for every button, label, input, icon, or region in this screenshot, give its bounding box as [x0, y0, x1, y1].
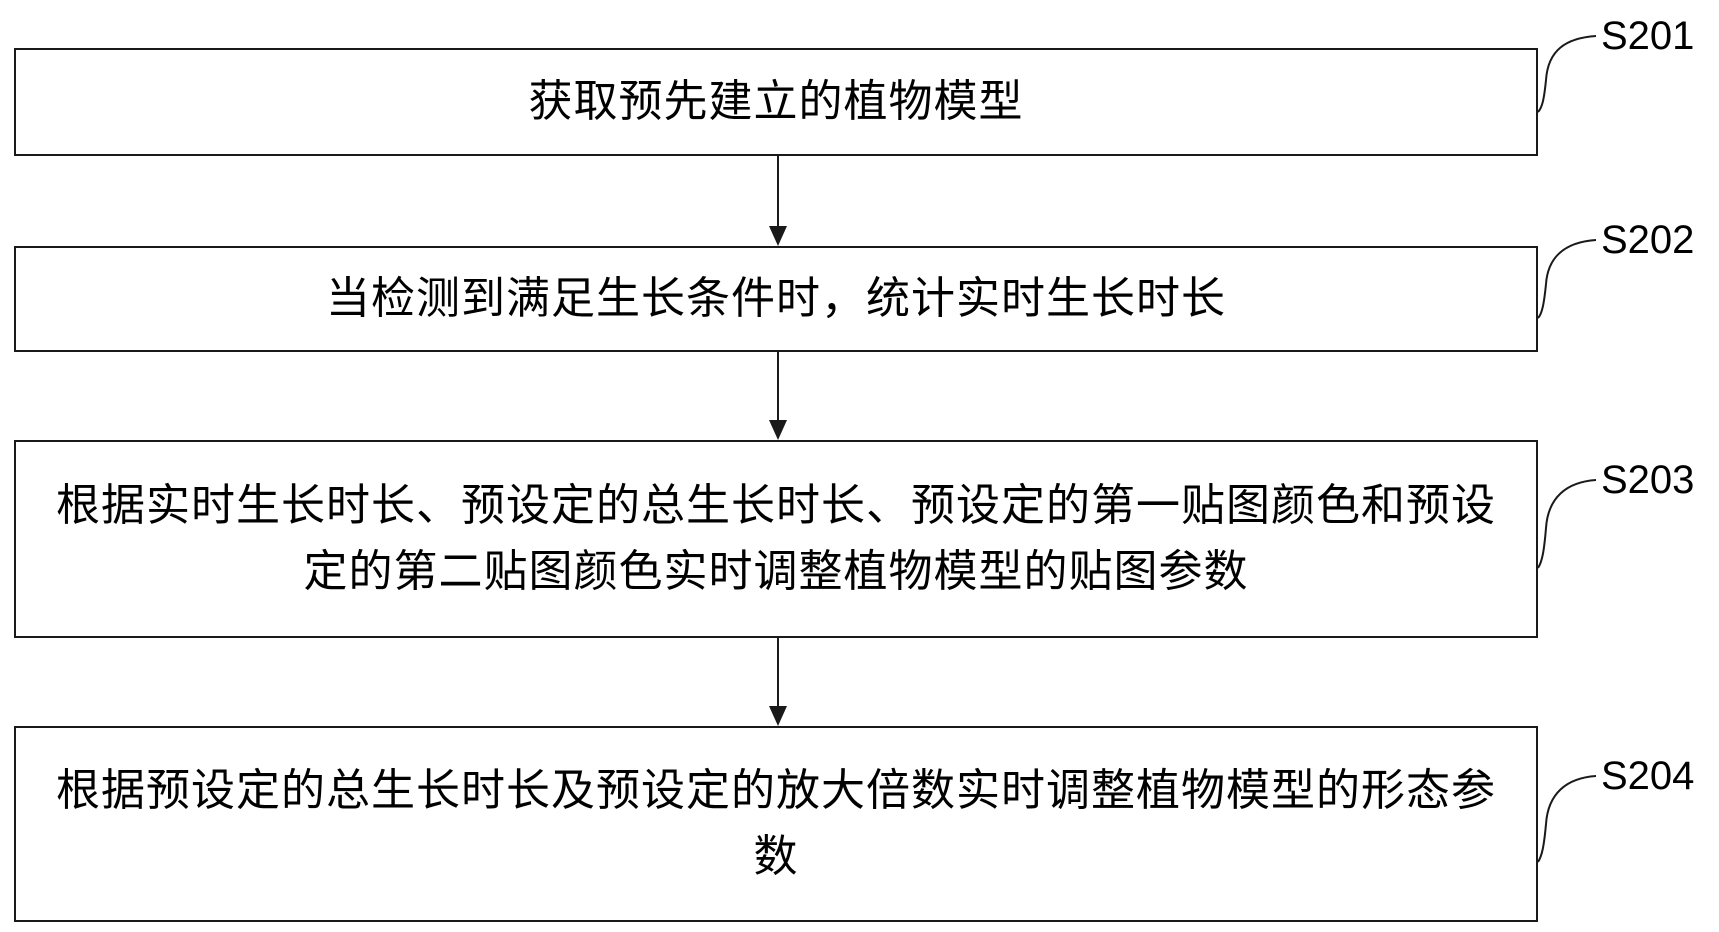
leader-s204 [1537, 775, 1597, 863]
step-box-s202: 当检测到满足生长条件时，统计实时生长时长 [14, 246, 1538, 352]
step-box-s204: 根据预设定的总生长时长及预设定的放大倍数实时调整植物模型的形态参数 [14, 726, 1538, 922]
arrow-s202-to-s203-head [769, 420, 787, 440]
step-box-s203: 根据实时生长时长、预设定的总生长时长、预设定的第一贴图颜色和预设定的第二贴图颜色… [14, 440, 1538, 638]
step-label-s203: S203 [1601, 458, 1695, 502]
step-text-s201: 获取预先建立的植物模型 [528, 76, 1024, 127]
step-label-s202: S202 [1601, 218, 1695, 262]
step-label-s201: S201 [1601, 14, 1695, 58]
step-text-s203: 根据实时生长时长、预设定的总生长时长、预设定的第一贴图颜色和预设定的第二贴图颜色… [56, 480, 1496, 597]
step-text-s204: 根据预设定的总生长时长及预设定的放大倍数实时调整植物模型的形态参数 [56, 765, 1496, 882]
step-box-s201: 获取预先建立的植物模型 [14, 48, 1538, 156]
arrow-s201-to-s202-head [769, 226, 787, 246]
leader-s201 [1537, 35, 1597, 113]
arrow-s203-to-s204-head [769, 706, 787, 726]
leader-s202 [1537, 239, 1597, 319]
step-text-s202: 当检测到满足生长条件时，统计实时生长时长 [326, 273, 1226, 324]
leader-s203 [1537, 479, 1597, 569]
step-label-s204: S204 [1601, 754, 1695, 798]
